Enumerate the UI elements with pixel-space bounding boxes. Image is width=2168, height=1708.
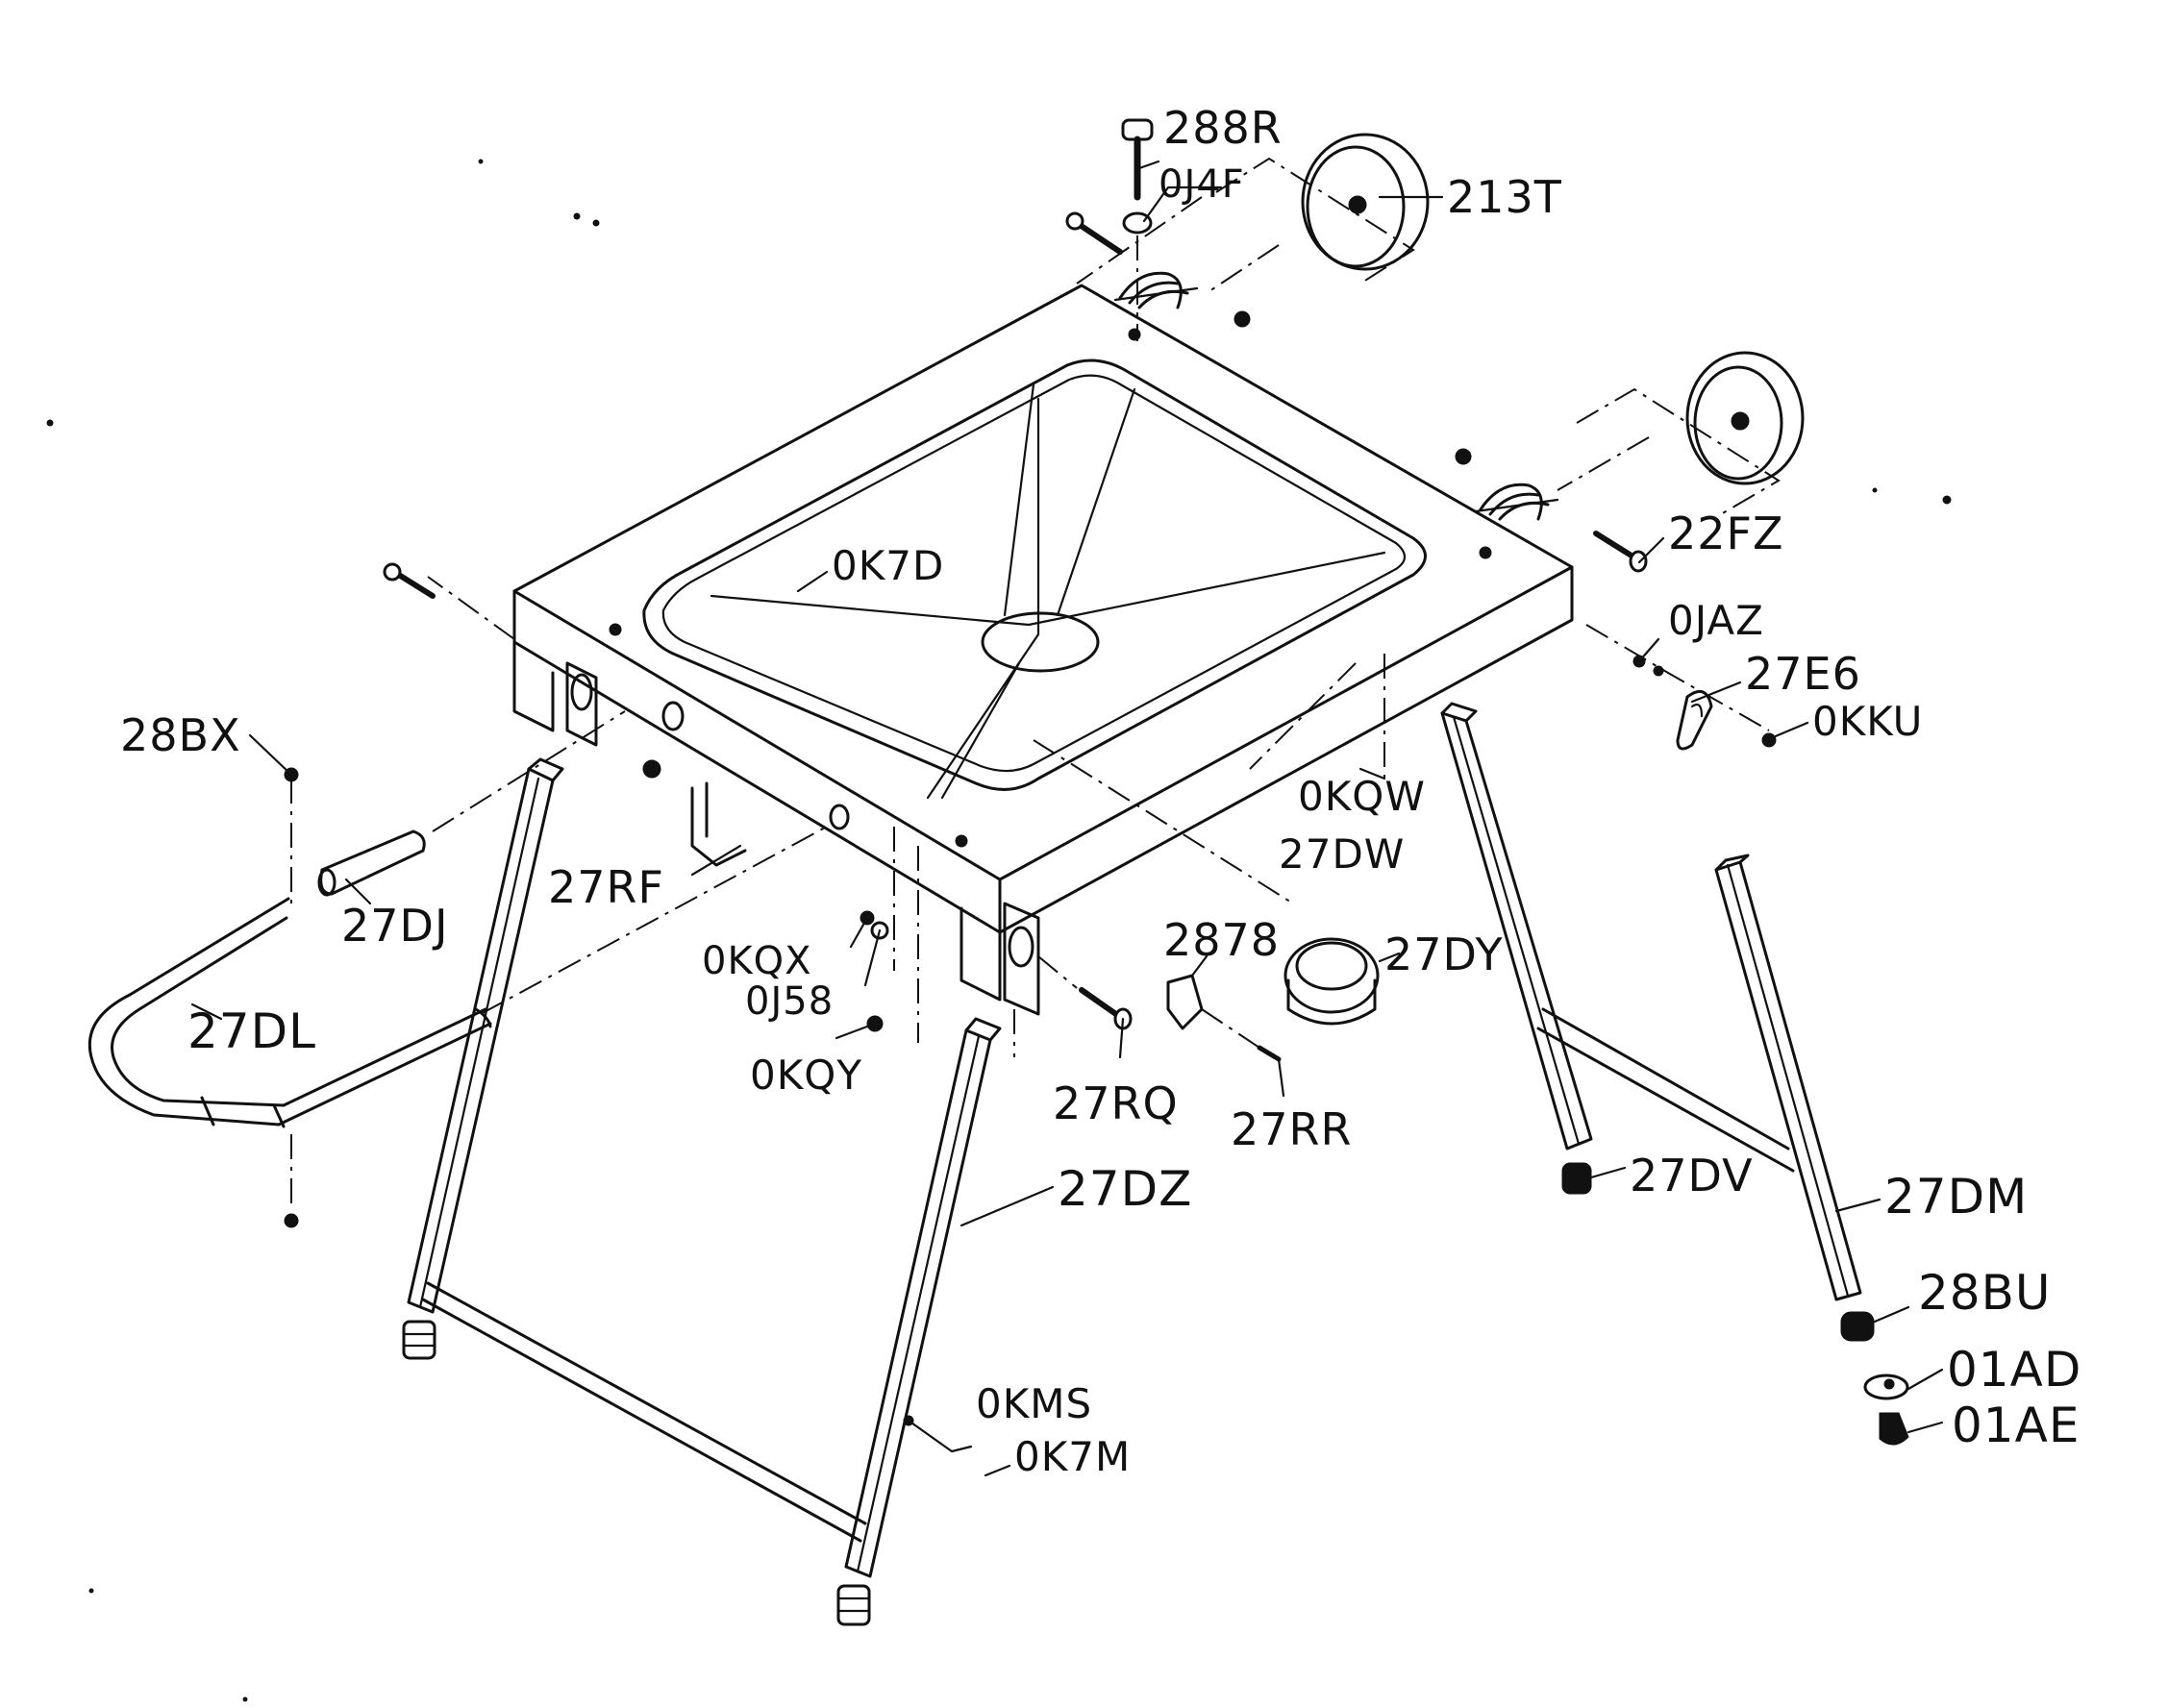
label-27rr: 27RR [1231,1103,1353,1155]
label-0k7d: 0K7D [832,542,945,589]
label-01ae: 01AE [1952,1398,2081,1453]
bolt-27rq [1037,955,1133,1030]
bolt-22fz-pin [1593,531,1648,573]
label-0j58: 0J58 [745,979,835,1024]
leg-assembly-27dz [402,757,1015,1626]
label-27dy: 27DY [1384,928,1504,980]
bolt-side [1065,211,1123,255]
wheel-213t [1076,133,1430,294]
label-27rq: 27RQ [1053,1077,1179,1129]
label-27dw: 27DW [1279,830,1406,878]
table-top-frame [512,271,1574,1016]
label-0kqy: 0KQY [750,1052,862,1099]
label-288r: 288R [1163,102,1283,154]
label-27dl: 27DL [187,1003,316,1059]
label-0k7m: 0K7M [1014,1433,1132,1480]
label-0kku: 0KKU [1812,698,1924,745]
rear-hinge-bracket-right [1455,448,1559,521]
wheel-22fz [1557,351,1805,515]
label-22fz: 22FZ [1668,507,1784,559]
scan-specks [46,159,1952,1702]
label-28bu: 28BU [1918,1265,2052,1321]
label-0kqw: 0KQW [1298,773,1426,820]
handle-27dl [87,767,492,1228]
leader-lines [190,160,1944,1477]
label-27dz: 27DZ [1058,1161,1193,1217]
label-27rf: 27RF [548,861,664,913]
label-27dj: 27DJ [341,900,449,952]
bolt-288r [1121,118,1154,341]
cup-27dy [1033,739,1380,1026]
front-bracket-right [829,804,1040,1016]
label-27dv: 27DV [1630,1150,1754,1201]
bolt-left [383,562,436,599]
label-27dm: 27DM [1884,1169,2029,1225]
label-2878: 2878 [1163,914,1281,966]
label-01ad: 01AD [1947,1342,2082,1398]
rear-hinge-bracket-left [1113,271,1251,328]
front-bracket-left [512,640,685,747]
label-0j4f: 0J4F [1159,162,1245,207]
clip-2878 [1166,974,1282,1062]
label-28bx: 28BX [120,709,241,761]
leg-assembly-27dm [1383,654,1909,1446]
label-27e6: 27E6 [1745,648,1861,700]
label-0kms: 0KMS [976,1380,1093,1427]
label-0kqx: 0KQX [702,939,812,983]
label-213t: 213T [1447,171,1562,223]
label-0jaz: 0JAZ [1668,597,1764,644]
